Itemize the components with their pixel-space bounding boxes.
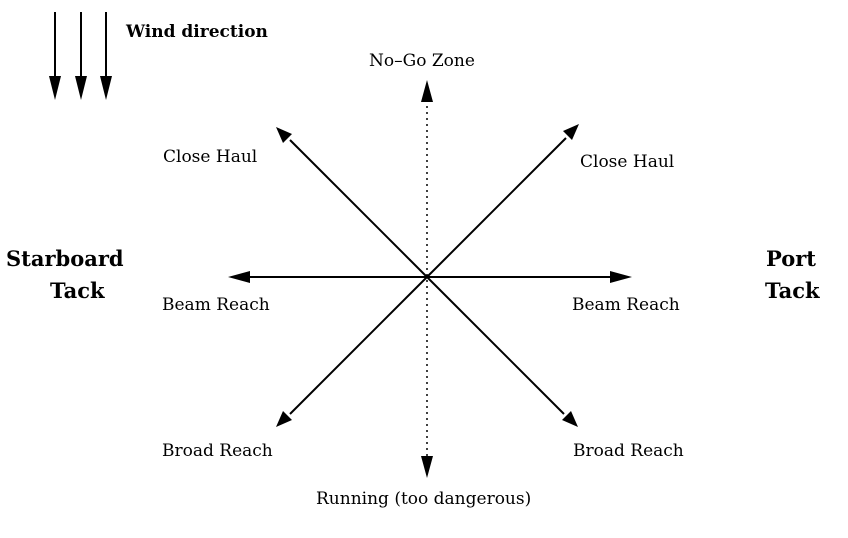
beam-reach-left-label: Beam Reach <box>162 295 270 315</box>
beam-reach-left-arrowhead <box>228 271 250 283</box>
no-go-zone-label: No–Go Zone <box>369 51 475 71</box>
close-haul-left-arrow <box>276 127 428 278</box>
wind-arrow-3 <box>100 12 112 100</box>
port-tack-line1: Port <box>766 246 816 271</box>
no-go-axis <box>421 80 433 478</box>
close-haul-right-label: Close Haul <box>580 152 674 172</box>
wind-arrow-2 <box>75 12 87 100</box>
starboard-tack-line2: Tack <box>50 278 105 303</box>
beam-reach-right-label: Beam Reach <box>572 295 680 315</box>
no-go-arrowhead <box>421 80 433 102</box>
running-arrowhead <box>421 456 433 478</box>
broad-reach-right-label: Broad Reach <box>573 441 684 461</box>
close-haul-left-label: Close Haul <box>163 147 257 167</box>
beam-reach-arrows <box>228 271 632 283</box>
broad-reach-left-label: Broad Reach <box>162 441 273 461</box>
wind-arrows <box>49 12 112 100</box>
wind-direction-label: Wind direction <box>125 22 268 42</box>
broad-reach-left-arrow <box>276 276 428 427</box>
starboard-tack-line1: Starboard <box>6 246 124 271</box>
broad-reach-right-arrow <box>426 276 578 427</box>
running-label: Running (too dangerous) <box>316 489 531 509</box>
beam-reach-right-arrowhead <box>610 271 632 283</box>
wind-arrow-1 <box>49 12 61 100</box>
close-haul-right-arrow <box>426 124 579 278</box>
port-tack-line2: Tack <box>765 278 820 303</box>
